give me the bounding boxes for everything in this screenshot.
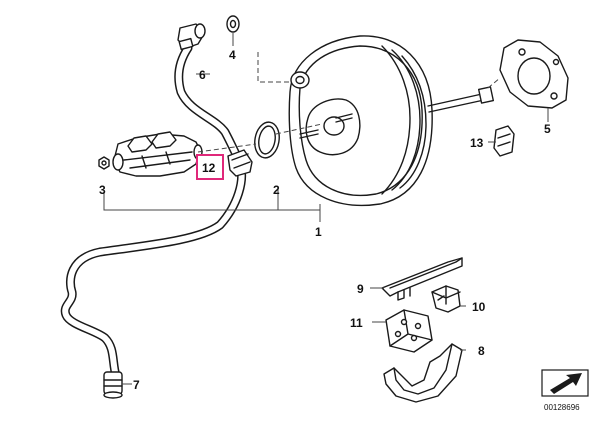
callout-7: 7 [133,378,140,392]
o-ring[interactable] [252,120,282,160]
rubber-pad[interactable] [385,309,433,353]
callout-2: 2 [273,183,280,197]
vacuum-hose-upper[interactable] [174,23,245,167]
brake-booster[interactable] [288,35,495,207]
callout-1: 1 [315,225,322,239]
arrow-icon [541,369,589,397]
clip[interactable] [493,125,515,157]
callout-4: 4 [229,48,236,62]
callout-8: 8 [478,344,485,358]
cover-strip[interactable] [381,257,463,301]
master-cylinder[interactable] [112,131,203,177]
vacuum-hose-lower[interactable] [60,149,253,399]
callout-12-highlight [196,154,224,180]
callout-13: 13 [470,136,484,150]
gasket[interactable] [499,39,569,109]
callout-5: 5 [544,122,551,136]
nut[interactable] [98,156,110,170]
callout-10: 10 [472,300,486,314]
bracket[interactable] [431,285,461,313]
image-reference-number: 00128696 [544,403,580,412]
washer[interactable] [226,15,240,33]
callout-12: 12 [202,161,216,175]
callout-6: 6 [199,68,206,82]
u-holder[interactable] [383,343,463,403]
callout-3: 3 [99,183,106,197]
callout-9: 9 [357,282,364,296]
callout-11: 11 [350,316,363,330]
